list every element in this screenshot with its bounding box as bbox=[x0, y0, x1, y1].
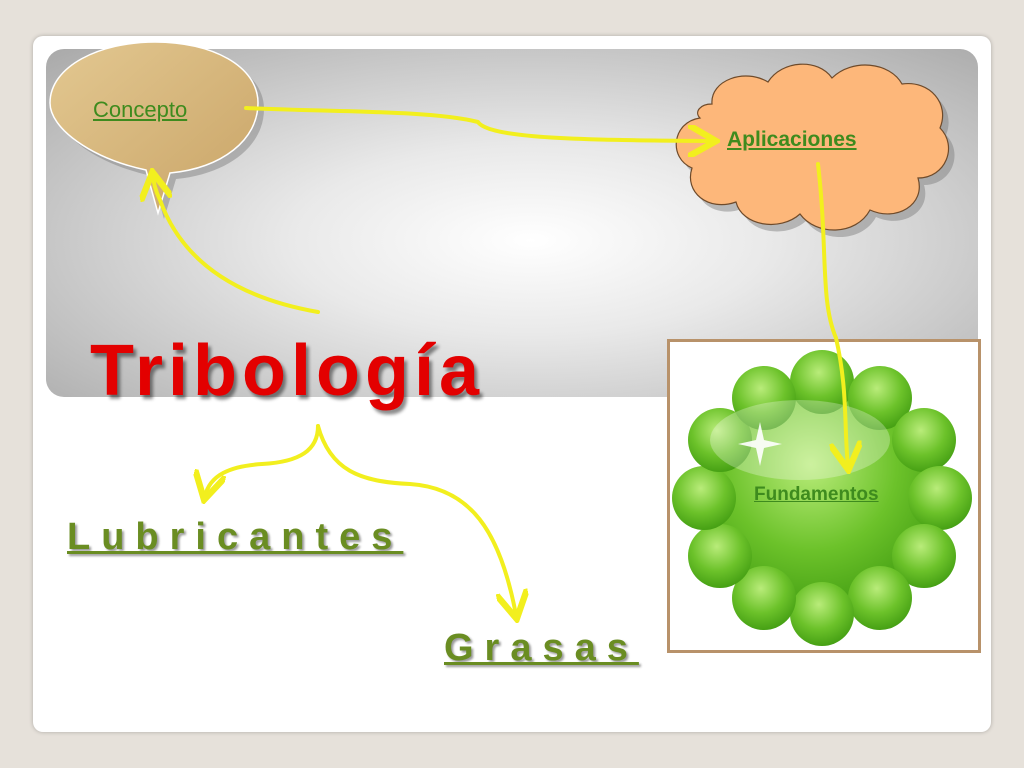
arrow-tribologia-concepto bbox=[153, 176, 320, 314]
concepto-bubble-shape bbox=[49, 41, 264, 219]
aplicaciones-label[interactable]: Aplicaciones bbox=[727, 128, 857, 151]
fundamentos-label[interactable]: Fundamentos bbox=[754, 484, 879, 505]
arrow-tribologia-lubricantes bbox=[205, 424, 320, 496]
aplicaciones-cloud-shape bbox=[675, 63, 955, 238]
arrow-tribologia-grasas bbox=[316, 424, 516, 615]
sparkle-icon bbox=[738, 422, 782, 466]
title-tribologia: Tribología bbox=[90, 331, 485, 411]
grasas-label[interactable]: Grasas bbox=[444, 627, 639, 669]
arrow-aplicaciones-fundamentos bbox=[816, 162, 848, 466]
arrow-concepto-aplicaciones bbox=[244, 106, 712, 141]
concepto-label[interactable]: Concepto bbox=[93, 97, 188, 122]
lubricantes-label[interactable]: Lubricantes bbox=[67, 516, 404, 558]
